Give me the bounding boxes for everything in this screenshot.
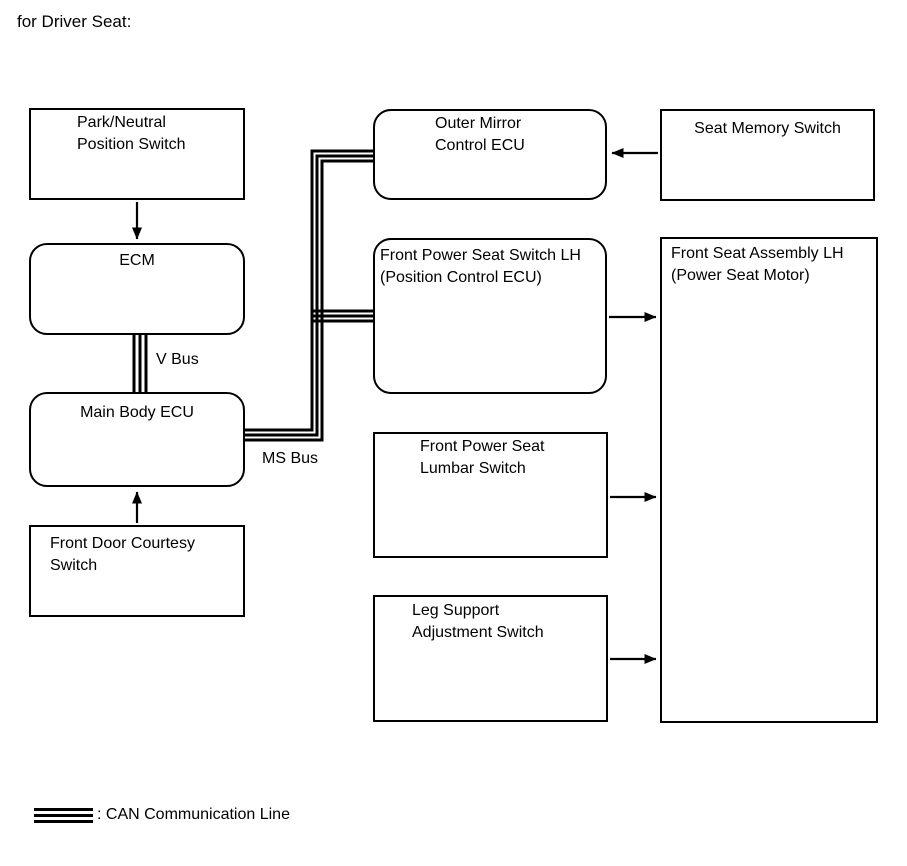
arrow-connectors [132,148,658,664]
box-label-line: Front Door Courtesy [50,535,195,552]
box-front-door-courtesy-switch: Front Door Courtesy Switch [29,525,245,617]
box-label-line: Seat Memory Switch [694,120,841,137]
box-label-line: Park/Neutral [77,114,166,131]
ms-bus-label: MS Bus [262,450,319,467]
box-label-line: Front Power Seat Switch LH [380,247,581,264]
box-outer-mirror-control-ecu: Outer Mirror Control ECU [373,109,607,200]
box-front-power-seat-switch-lh: Front Power Seat Switch LH (Position Con… [373,238,607,394]
box-main-body-ecu: Main Body ECU [29,392,245,487]
box-label-line: ECM [119,252,155,269]
box-label-line: Main Body ECU [80,404,194,421]
can-line-ms-bus [245,149,373,442]
box-leg-support-adjustment-switch: Leg Support Adjustment Switch [373,595,608,722]
can-triple-line-legend-icon [34,808,93,823]
box-label-line: Leg Support [412,602,500,619]
box-ecm: ECM [29,243,245,335]
box-front-power-seat-lumbar-switch: Front Power Seat Lumbar Switch [373,432,608,558]
box-label-line: Adjustment Switch [412,624,544,641]
box-label-line: Lumbar Switch [420,460,526,477]
box-label-line: Front Power Seat [420,438,545,455]
box-label-line: Outer Mirror [435,115,522,132]
can-legend-label: : CAN Communication Line [97,806,290,823]
box-seat-memory-switch: Seat Memory Switch [660,109,875,201]
box-label-line: (Power Seat Motor) [671,267,810,284]
box-label-line: Front Seat Assembly LH [671,245,844,262]
box-label-line: Control ECU [435,137,525,154]
box-label-line: Switch [50,557,98,574]
can-line-v-bus [132,335,148,392]
v-bus-label: V Bus [156,351,199,368]
box-label-line: (Position Control ECU) [380,269,542,286]
box-front-seat-assembly-lh: Front Seat Assembly LH (Power Seat Motor… [660,237,878,723]
page-title: for Driver Seat: [17,12,132,31]
box-label-line: Position Switch [77,136,186,153]
box-park-neutral-position-switch: Park/Neutral Position Switch [29,108,245,200]
